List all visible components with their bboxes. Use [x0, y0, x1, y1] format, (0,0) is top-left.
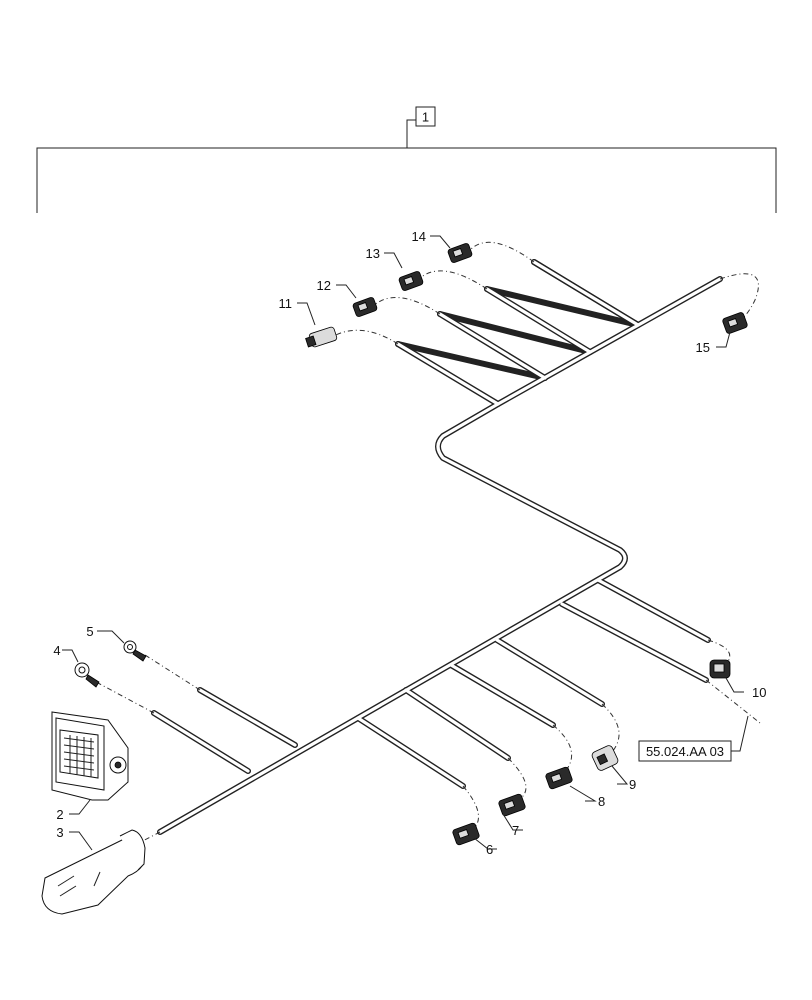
connector-15-icon [722, 312, 748, 334]
assembly-bracket [36, 106, 777, 213]
callout-leaders [62, 235, 744, 851]
ring-terminal-5-icon [123, 640, 147, 662]
callout-13: 13 [366, 246, 380, 261]
connector-7-icon [498, 793, 526, 817]
harness-inner [152, 260, 722, 834]
callout-9: 9 [629, 777, 636, 792]
callout-3: 3 [56, 825, 63, 840]
callout-7: 7 [512, 823, 519, 838]
connector-11-icon [305, 326, 338, 348]
callout-10: 10 [752, 685, 766, 700]
callout-14: 14 [412, 229, 426, 244]
callout-12: 12 [317, 278, 331, 293]
reference-box[interactable]: 55.024.AA 03 [638, 715, 749, 762]
callout-1: 1 [422, 110, 429, 125]
reference-label: 55.024.AA 03 [646, 744, 724, 759]
callout-15: 15 [696, 340, 710, 355]
ring-terminal-4-icon [74, 662, 100, 688]
callout-11: 11 [279, 296, 293, 311]
connector-14-icon [447, 243, 473, 263]
callout-4: 4 [53, 643, 60, 658]
harness-trunk [151, 259, 723, 835]
connector-12-icon [352, 297, 378, 317]
connector-8-icon [545, 766, 573, 790]
harness-upper [157, 259, 723, 835]
connector-13-icon [398, 271, 424, 291]
callout-8: 8 [598, 794, 605, 809]
callout-6: 6 [486, 842, 493, 857]
boot-cover-3-icon [41, 829, 146, 915]
pin-grid [63, 735, 95, 777]
callout-5: 5 [86, 624, 93, 639]
connector-9-icon [591, 745, 619, 771]
connector-10-icon [709, 659, 731, 679]
connector-6-icon [452, 822, 480, 846]
connector-block-2-icon [51, 711, 129, 801]
callout-2: 2 [56, 807, 63, 822]
harness-lower [151, 577, 711, 789]
